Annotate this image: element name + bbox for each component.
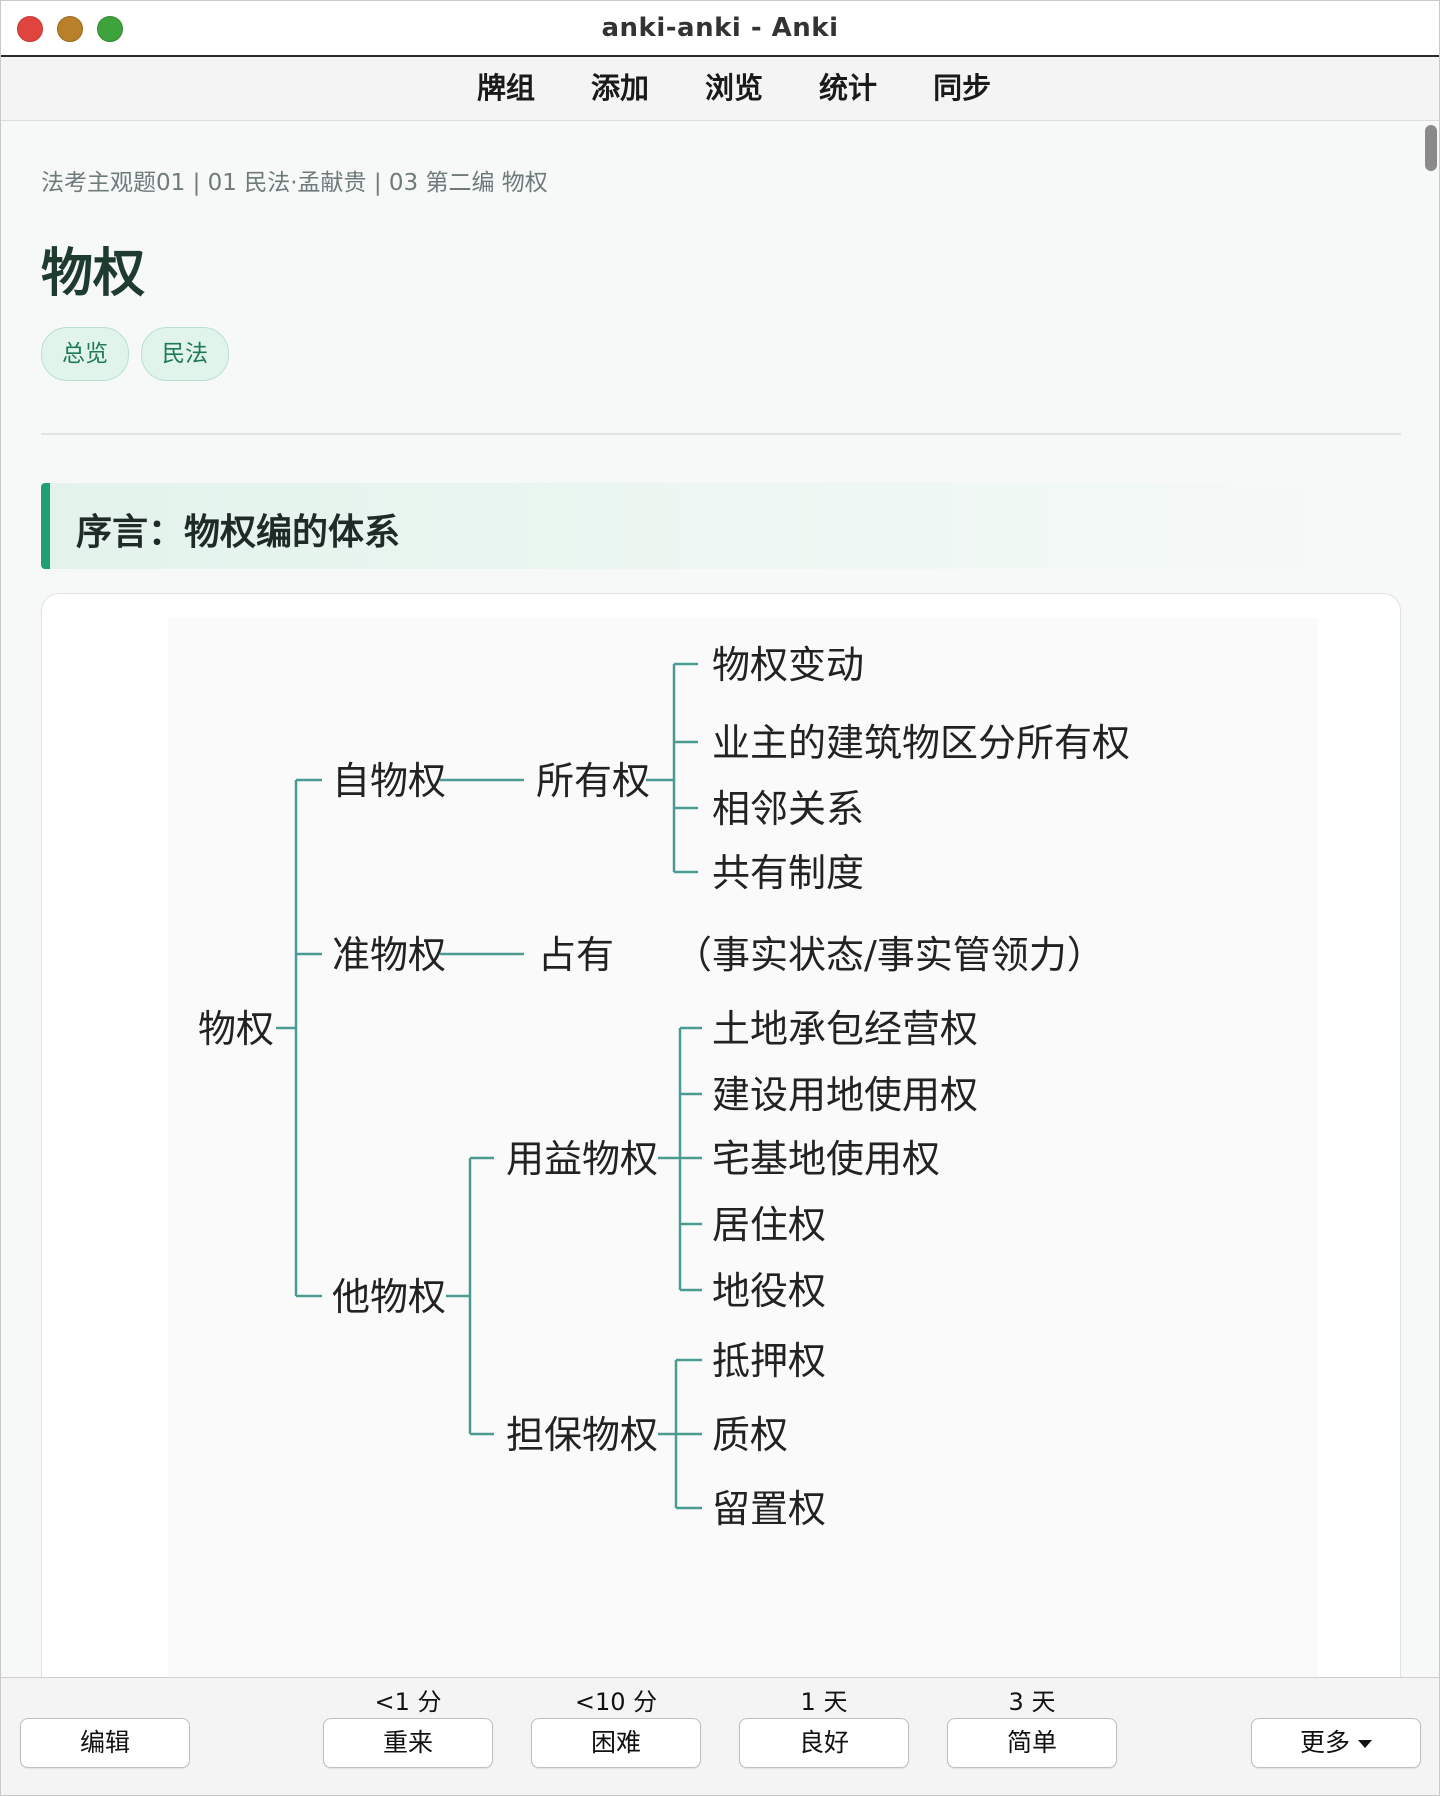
node-other-property: 他物权 — [332, 1275, 446, 1319]
toolbar-add[interactable]: 添加 — [591, 71, 650, 105]
review-bottom-bar: 编辑 <1 分 重来 <10 分 困难 1 天 良好 3 天 简单 更多 — [1, 1677, 1439, 1795]
toolbar-decks[interactable]: 牌组 — [477, 71, 536, 105]
toolbar-browse[interactable]: 浏览 — [705, 71, 764, 105]
scrollbar-thumb[interactable] — [1425, 125, 1437, 171]
caret-down-icon — [1358, 1740, 1372, 1748]
again-button[interactable]: 重来 — [323, 1718, 493, 1768]
hard-interval: <10 分 — [574, 1688, 658, 1716]
more-button[interactable]: 更多 — [1251, 1718, 1421, 1768]
toolbar-stats[interactable]: 统计 — [819, 71, 878, 105]
zoom-window-button[interactable] — [97, 16, 123, 42]
node-possession-note: （事实状态/事实管领力） — [674, 933, 1105, 977]
divider — [41, 433, 1401, 435]
close-window-button[interactable] — [17, 16, 43, 42]
node-ownership: 所有权 — [536, 759, 650, 803]
node-usufruct-child: 地役权 — [712, 1269, 826, 1313]
main-toolbar: 牌组 添加 浏览 统计 同步 — [1, 57, 1439, 121]
node-usufruct-child: 建设用地使用权 — [712, 1073, 978, 1117]
node-ownership-child: 相邻关系 — [712, 787, 864, 831]
section-header: 序言：物权编的体系 — [41, 483, 1401, 569]
minimize-window-button[interactable] — [57, 16, 83, 42]
tag-civil-law[interactable]: 民法 — [141, 327, 229, 381]
node-usufruct-child: 宅基地使用权 — [712, 1137, 940, 1181]
tag-list: 总览 民法 — [41, 327, 229, 381]
node-possession: 占有 — [538, 933, 614, 977]
again-interval: <1 分 — [374, 1688, 442, 1716]
card-content[interactable]: 法考主观题01 | 01 民法·孟献贵 | 03 第二编 物权 物权 总览 民法… — [1, 121, 1439, 1677]
deck-breadcrumb: 法考主观题01 | 01 民法·孟献贵 | 03 第二编 物权 — [41, 170, 548, 196]
node-root: 物权 — [198, 1007, 274, 1051]
tag-overview[interactable]: 总览 — [41, 327, 129, 381]
node-usufruct-child: 居住权 — [712, 1203, 826, 1247]
node-security-child: 留置权 — [712, 1487, 826, 1531]
diagram-card: 物权 自物权 所有权 物权变动 业主的建筑物区分所有权 相邻关系 共有制度 准物… — [41, 593, 1401, 1677]
card-title: 物权 — [41, 244, 146, 304]
hard-button[interactable]: 困难 — [531, 1718, 701, 1768]
node-quasi-property: 准物权 — [332, 933, 446, 977]
node-ownership-child: 业主的建筑物区分所有权 — [712, 721, 1130, 765]
node-self-property: 自物权 — [332, 759, 446, 803]
window-title: anki-anki - Anki — [601, 13, 839, 43]
node-ownership-child: 共有制度 — [712, 851, 864, 895]
easy-interval: 3 天 — [1008, 1688, 1056, 1716]
node-ownership-child: 物权变动 — [712, 643, 864, 687]
node-usufruct: 用益物权 — [506, 1137, 658, 1181]
node-usufruct-child: 土地承包经营权 — [712, 1007, 978, 1051]
more-label: 更多 — [1299, 1728, 1350, 1757]
good-interval: 1 天 — [800, 1688, 848, 1716]
node-security: 担保物权 — [506, 1413, 658, 1457]
node-security-child: 质权 — [712, 1413, 788, 1457]
toolbar-sync[interactable]: 同步 — [933, 71, 992, 105]
property-rights-tree-diagram: 物权 自物权 所有权 物权变动 业主的建筑物区分所有权 相邻关系 共有制度 准物… — [168, 618, 1318, 1677]
edit-button[interactable]: 编辑 — [20, 1718, 190, 1768]
node-security-child: 抵押权 — [712, 1339, 826, 1383]
good-button[interactable]: 良好 — [739, 1718, 909, 1768]
title-bar: anki-anki - Anki — [1, 1, 1439, 57]
section-title: 序言：物权编的体系 — [76, 512, 401, 553]
easy-button[interactable]: 简单 — [947, 1718, 1117, 1768]
